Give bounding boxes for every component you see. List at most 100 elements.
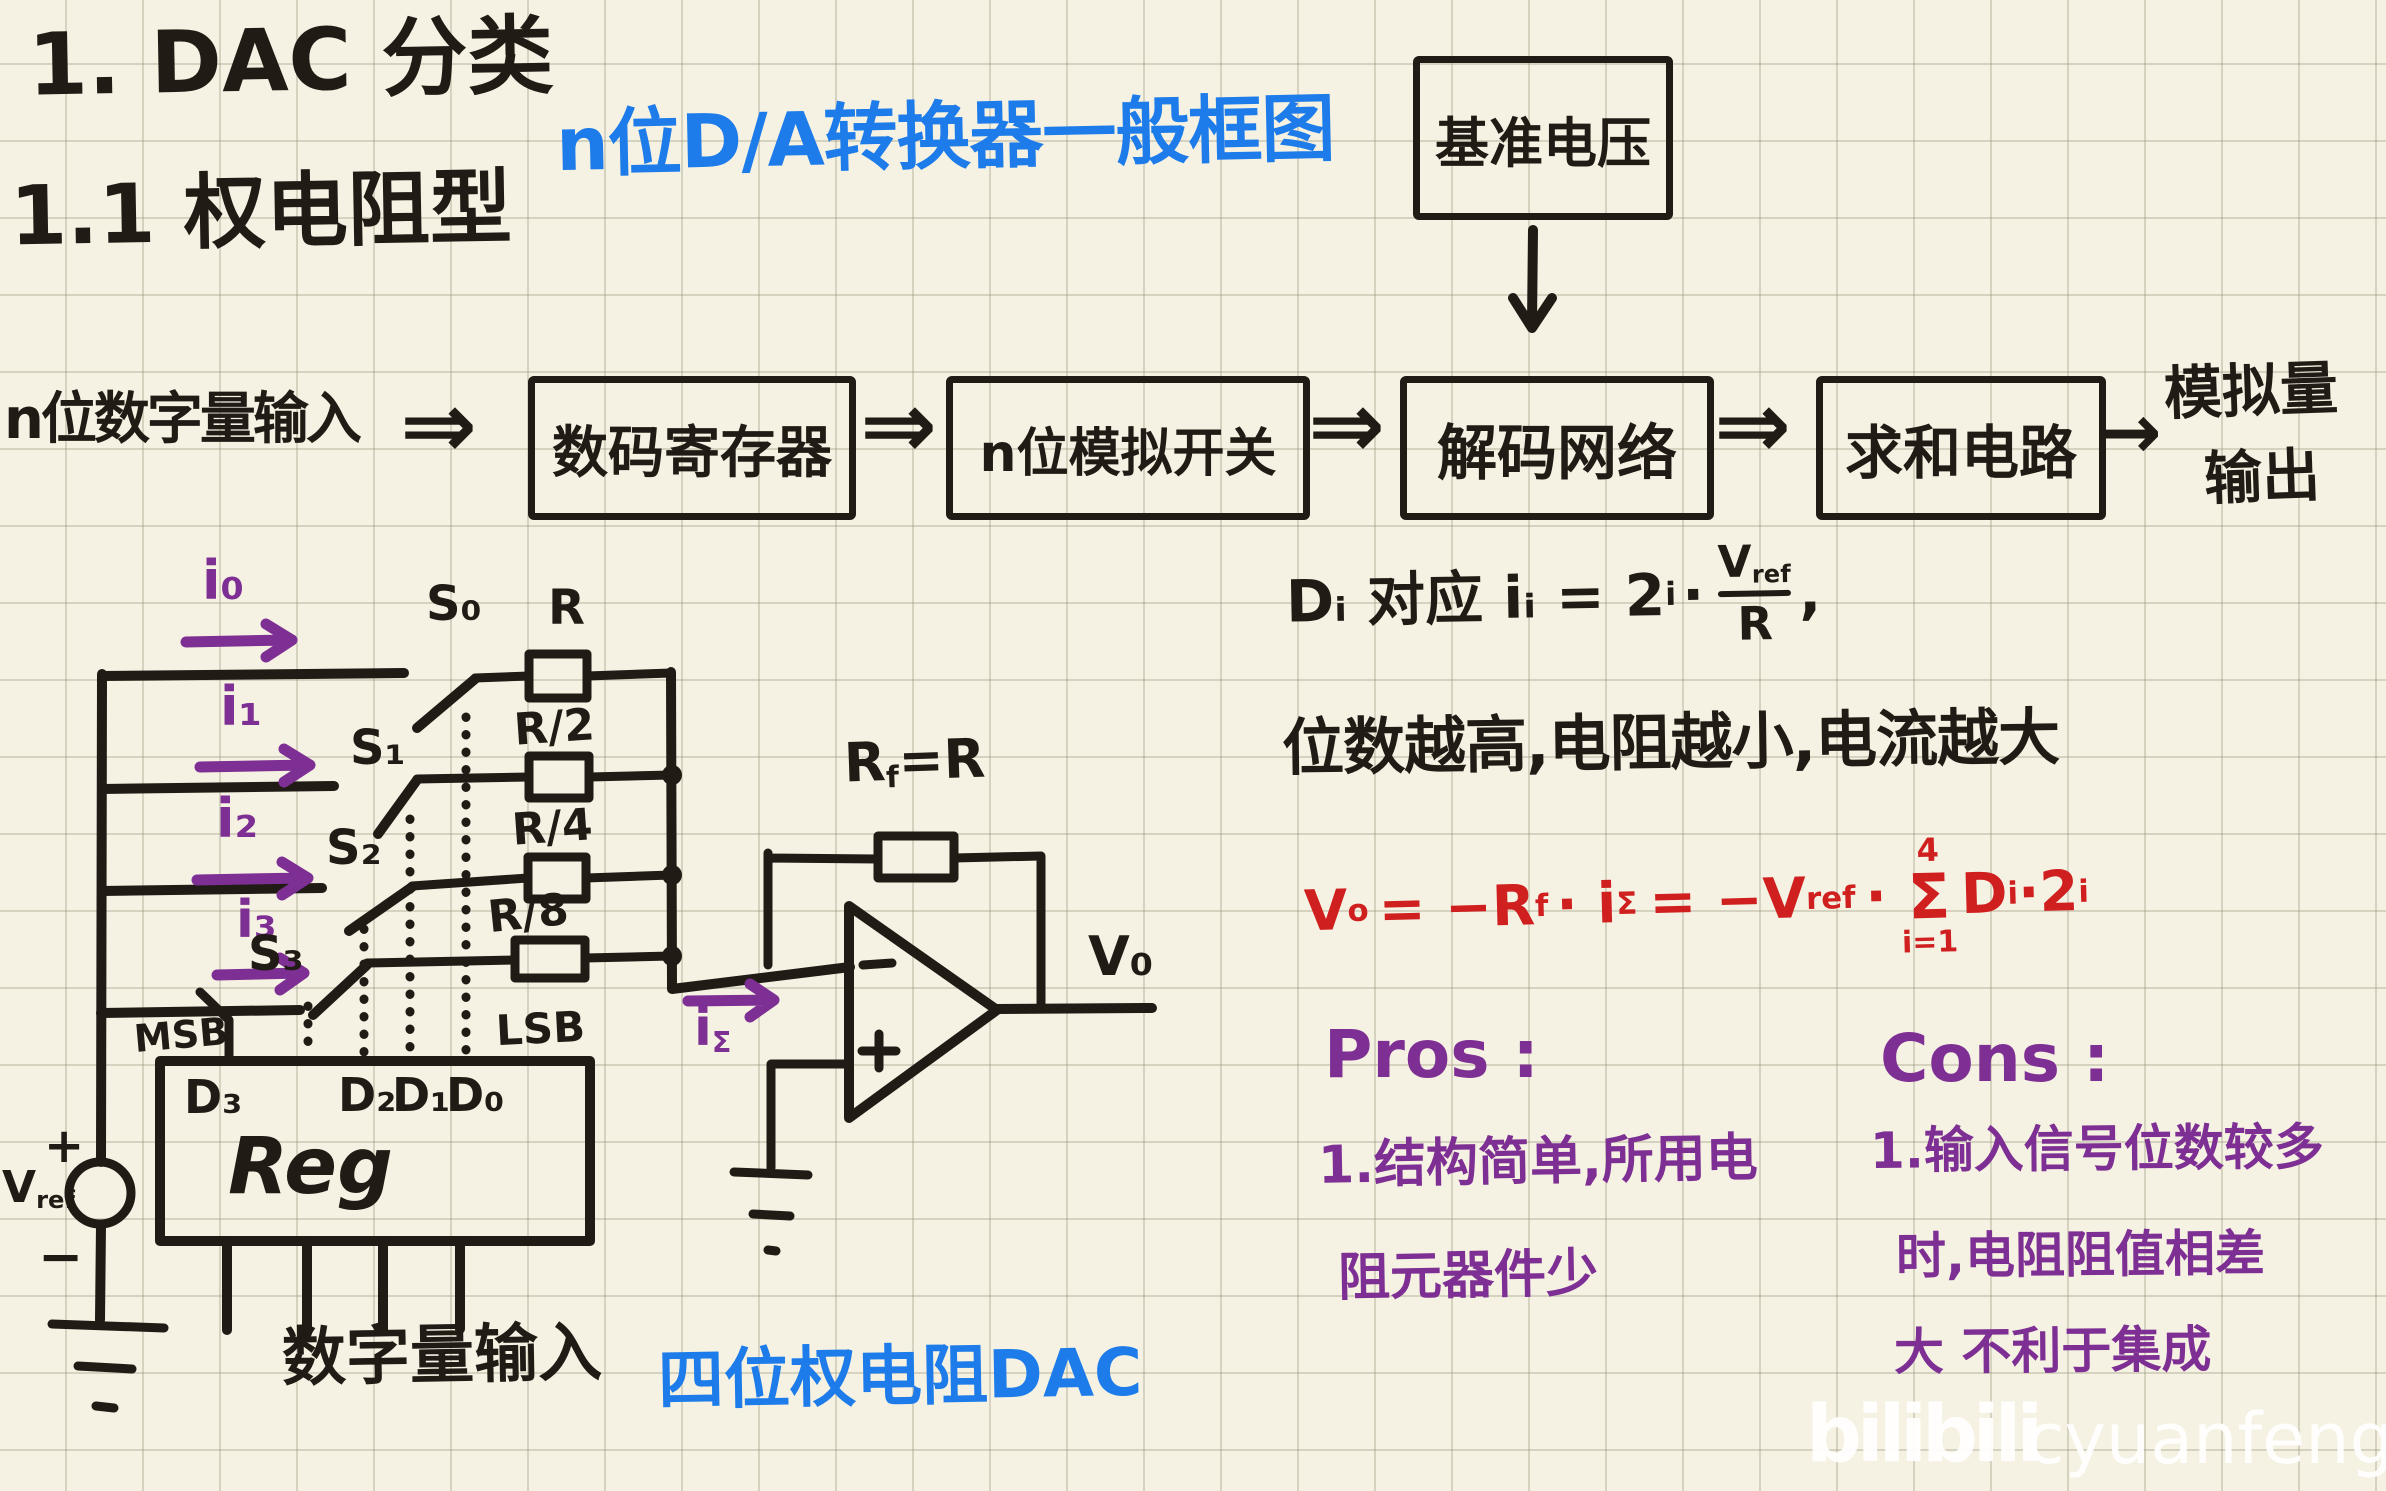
output-wire — [992, 1003, 1157, 1014]
summation-stack: 4 Σ i=1 — [1899, 831, 1959, 961]
switch-label-s3: S₃ — [248, 926, 304, 982]
block-summing-circuit-label: 求和电路 — [1844, 419, 2077, 487]
cons-line-3: 大 不利于集成 — [1893, 1320, 2212, 1382]
summing-bus-wire — [666, 667, 855, 994]
msb-label: MSB — [132, 1008, 230, 1062]
isigma-main: i — [694, 998, 712, 1058]
resistor-r2-box — [524, 751, 594, 803]
heading-weighted-resistor-type: 1.1 权电阻型 — [9, 160, 513, 265]
formula-current-exp: i — [1664, 575, 1677, 614]
ground-left-symbol — [47, 1319, 169, 1413]
current-label-i0: i₀ — [202, 549, 245, 612]
vref-sub: ref — [36, 1186, 75, 1215]
vref-main: V — [2, 1162, 37, 1213]
block-arrow-3: ⇒ — [1308, 372, 1386, 479]
junction-dot — [662, 865, 682, 885]
block-arrow-4: ⇒ — [1714, 372, 1792, 479]
switch-label-s1: S₁ — [350, 720, 406, 776]
fvo-d-sub: i — [2007, 875, 2019, 912]
block-output-line1: 模拟量 — [2162, 353, 2340, 429]
rf-main: R — [842, 730, 887, 795]
fvo-eq-vref: = −V — [1648, 866, 1807, 936]
cons-line-1: 1.输入信号位数较多 — [1869, 1118, 2325, 1180]
block-code-register-label: 数码寄存器 — [552, 420, 832, 486]
junction-dot — [662, 946, 682, 966]
resistor-label-r2: R/2 — [512, 699, 597, 756]
block-out-arrow: → — [2098, 387, 2162, 476]
pros-line-2: 阻元器件少 — [1337, 1243, 1599, 1309]
current-arrow-i3 — [211, 952, 310, 996]
resistor-label-r8: R/8 — [485, 883, 571, 944]
vo-label: V₀ — [1088, 925, 1154, 988]
current-label-i2: i₂ — [216, 787, 259, 850]
current-label-i1: i₁ — [220, 675, 263, 738]
bit-label-d1: D₁ — [392, 1068, 451, 1122]
left-rail-wire — [95, 669, 107, 1325]
resistor-r8-box — [510, 935, 590, 983]
vref-plus-sign: + — [44, 1118, 85, 1174]
resistor-r-box — [524, 649, 592, 703]
digital-input-caption: 数字量输入 — [281, 1316, 603, 1396]
switch-to-resistor-stubs — [362, 671, 534, 968]
block-arrow-2: ⇒ — [860, 372, 938, 479]
switch-label-s2: S₂ — [326, 820, 382, 876]
fraction-numerator: Vref — [1717, 536, 1791, 589]
resistor-to-bus-wires — [580, 668, 676, 963]
block-code-register: 数码寄存器 — [528, 376, 856, 520]
rf-eq: =R — [897, 726, 987, 793]
note-higher-bit-line: 位数越高,电阻越小,电流越大 — [1281, 700, 2060, 785]
bit-label-d2: D₂ — [338, 1068, 397, 1122]
switch-label-s0: S₀ — [426, 576, 482, 632]
block-decode-network-label: 解码网络 — [1437, 418, 1677, 489]
register-label: Reg — [228, 1122, 393, 1212]
vref-minus-sign: − — [38, 1225, 84, 1288]
fraction-num-main: V — [1717, 536, 1753, 589]
lsb-label: LSB — [494, 1001, 587, 1056]
block-input-label: n位数字量输入 — [4, 387, 362, 452]
resistor-label-r: R — [548, 580, 585, 636]
current-arrow-i0 — [180, 618, 298, 663]
register-box — [155, 1056, 595, 1246]
pros-title: Pros : — [1324, 1016, 1539, 1093]
watermark-username: cyuanfeng — [2026, 1398, 2386, 1480]
junction-dot — [662, 765, 682, 785]
block-analog-switches-label: n位模拟开关 — [979, 423, 1277, 484]
fvo-eq-rf: = −R — [1377, 873, 1536, 943]
opamp-input-signs — [857, 958, 901, 1073]
current-label-i3: i₃ — [236, 890, 277, 950]
summation-lower: i=1 — [1901, 924, 1959, 961]
input-row-wires — [96, 668, 409, 1018]
watermark-bilibili-logo: bilibili — [1806, 1390, 2043, 1480]
block-reference-voltage-label: 基准电压 — [1435, 111, 1651, 175]
fvo-i: · i — [1555, 871, 1618, 938]
current-arrow-i2 — [191, 856, 314, 901]
opamp-ground-wire — [729, 1059, 854, 1256]
bit-label-d3: D₃ — [184, 1070, 243, 1124]
heading-dac-classification: 1. DAC 分类 — [27, 6, 555, 116]
fvo-i-sub: Σ — [1615, 885, 1638, 922]
fvo-rf-sub: f — [1534, 887, 1549, 924]
fvo-dot: · — [1864, 864, 1888, 930]
rf-sub: f — [885, 759, 900, 796]
fraction-denominator: R — [1736, 596, 1774, 652]
bit-label-d0: D₀ — [446, 1068, 505, 1122]
block-arrow-1: ⇒ — [400, 372, 478, 479]
opamp-triangle — [844, 901, 1002, 1123]
current-arrow-i1 — [194, 743, 316, 788]
cons-line-2: 时,电阻阻值相差 — [1895, 1224, 2266, 1286]
formula-current-lead: Dᵢ 对应 iᵢ = 2 — [1285, 561, 1666, 636]
fvo-v-sub: o — [1346, 892, 1370, 929]
feedback-resistor-box — [873, 831, 959, 883]
block-reference-voltage: 基准电压 — [1413, 56, 1673, 220]
block-output-line2: 输出 — [2202, 440, 2322, 514]
isigma-label: iΣ — [694, 1002, 731, 1057]
ref-voltage-arrow — [1508, 225, 1557, 333]
feedback-loop-wire — [763, 848, 1046, 1013]
dac-type-caption: 四位权电阻DAC — [657, 1333, 1143, 1420]
page-title-blue: n位D/A转换器一般框图 — [555, 85, 1336, 189]
block-summing-circuit: 求和电路 — [1816, 376, 2106, 520]
